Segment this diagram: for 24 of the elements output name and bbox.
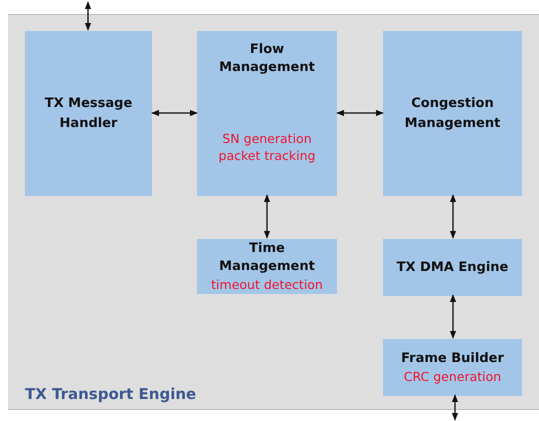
function-note: timeout detection xyxy=(211,276,323,293)
module-block xyxy=(25,31,152,196)
module-name: Frame Builder xyxy=(401,350,504,368)
module-name: TX DMA Engine xyxy=(396,258,508,276)
double-arrow xyxy=(264,194,270,239)
function-note: CRC generation xyxy=(404,368,502,385)
double-arrow xyxy=(452,394,458,421)
double-arrow xyxy=(84,1,92,31)
module-name: Congestion Management xyxy=(404,94,502,132)
panel-title: TX Transport Engine xyxy=(25,385,196,403)
module-name: Flow Management xyxy=(218,41,316,77)
function-note: SN generation packet tracking xyxy=(218,130,316,164)
engine-panel xyxy=(8,14,539,410)
module-block xyxy=(383,31,522,196)
module-name: Time Management xyxy=(218,240,316,276)
module-name: TX Message Handler xyxy=(44,94,134,132)
double-arrow xyxy=(336,110,384,116)
double-arrow xyxy=(450,194,456,239)
module-block xyxy=(197,239,337,294)
module-block xyxy=(383,339,522,396)
module-block xyxy=(383,239,522,296)
module-block xyxy=(197,31,337,196)
double-arrow xyxy=(450,294,456,339)
double-arrow xyxy=(151,110,198,116)
